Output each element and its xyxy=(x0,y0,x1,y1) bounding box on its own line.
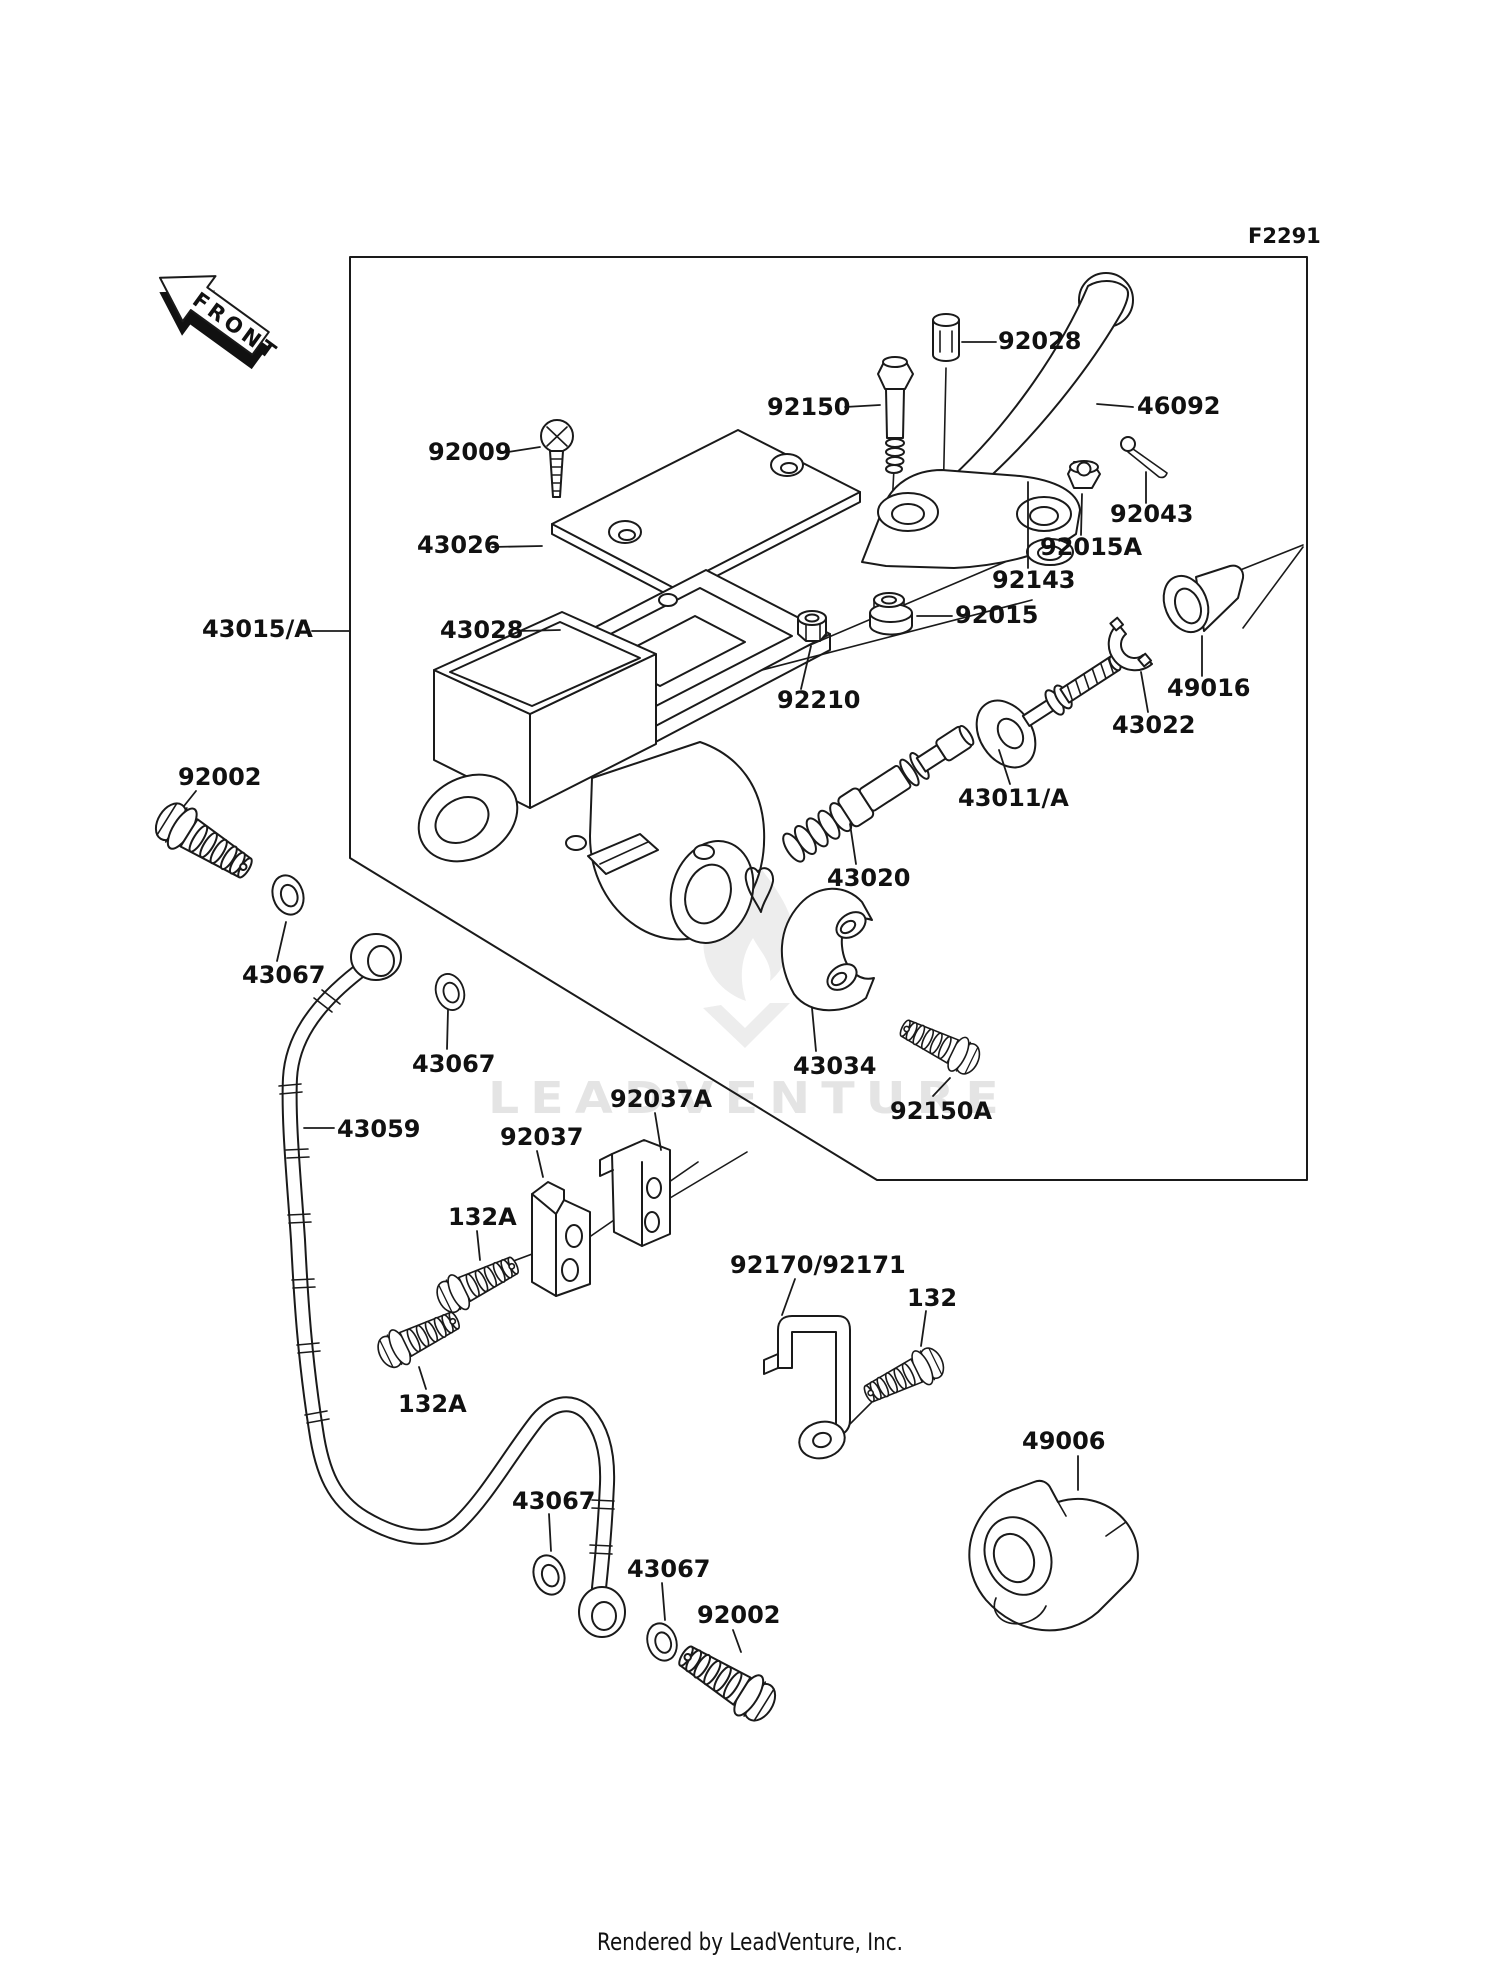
part-drawing-handlebar-holder xyxy=(968,1479,1139,1632)
part-label-92143: 92143 xyxy=(992,566,1076,594)
part-label-46092: 46092 xyxy=(1137,392,1221,420)
part-drawing-circlip xyxy=(1107,616,1153,672)
part-label-43059: 43059 xyxy=(337,1115,421,1143)
part-drawing-lever-holder xyxy=(861,469,1081,569)
part-drawing-piston-kit xyxy=(782,724,975,863)
part-label-43067-2: 43067 xyxy=(412,1050,496,1078)
part-label-43015a: 43015/A xyxy=(202,615,313,643)
part-label-92037a: 92037A xyxy=(610,1085,712,1113)
part-drawing-banjo-bolt-upper xyxy=(147,794,262,891)
part-label-92002-lower: 92002 xyxy=(697,1601,781,1629)
part-label-92028: 92028 xyxy=(998,327,1082,355)
part-label-132a-1: 132A xyxy=(448,1203,517,1231)
part-drawing-flanged-nut xyxy=(869,592,914,636)
part-label-43034: 43034 xyxy=(793,1052,877,1080)
part-drawing-hose-bracket-92037a xyxy=(599,1139,671,1247)
part-drawing-lever-nut xyxy=(1067,460,1101,489)
part-label-43022: 43022 xyxy=(1112,711,1196,739)
part-drawing-bracket-bolt-132 xyxy=(857,1341,950,1413)
part-drawing-reservoir-cap xyxy=(551,429,861,599)
part-drawing-washer-4 xyxy=(641,1618,683,1666)
part-label-92210: 92210 xyxy=(777,686,861,714)
part-drawing-bracket-bolt-132a-1 xyxy=(430,1246,526,1320)
part-label-92043: 92043 xyxy=(1110,500,1194,528)
part-label-43067-1: 43067 xyxy=(242,961,326,989)
part-drawing-dust-boot xyxy=(1162,564,1245,634)
part-label-132: 132 xyxy=(907,1284,957,1312)
part-label-43020: 43020 xyxy=(827,864,911,892)
part-label-92150: 92150 xyxy=(767,393,851,421)
part-label-43067-3: 43067 xyxy=(512,1487,596,1515)
part-drawing-handlebar-clamp xyxy=(780,887,875,1012)
part-label-49006: 49006 xyxy=(1022,1427,1106,1455)
part-label-49016: 49016 xyxy=(1167,674,1251,702)
render-credit: Rendered by LeadVenture, Inc. xyxy=(597,1928,903,1956)
part-label-92009: 92009 xyxy=(428,438,512,466)
label-leader-lines xyxy=(183,341,1203,1653)
part-drawing-banjo-bolt-lower xyxy=(669,1633,784,1730)
part-drawing-bracket-bolt-132a-2 xyxy=(371,1301,467,1375)
part-drawing-master-cylinder-body xyxy=(417,611,775,944)
diagram-border-box xyxy=(349,256,1308,1181)
part-drawing-cap-screw xyxy=(540,419,574,498)
part-drawing-cotter-pin xyxy=(1120,436,1168,479)
figure-code: F2291 xyxy=(1248,224,1321,248)
part-drawing-lock-nut xyxy=(797,610,827,642)
watermark-v-icon xyxy=(703,1003,790,1048)
part-label-92150a: 92150A xyxy=(890,1097,992,1125)
part-drawing-clamp-bolt-92150a xyxy=(893,1009,986,1081)
part-drawing-lever-bushing xyxy=(932,313,960,362)
part-label-43011a: 43011/A xyxy=(958,784,1069,812)
part-label-43026: 43026 xyxy=(417,531,501,559)
front-direction-arrow: FRONT xyxy=(158,275,283,370)
part-drawing-hose-bracket-92037 xyxy=(531,1181,591,1297)
part-label-92170-92171: 92170/92171 xyxy=(730,1251,906,1279)
part-label-43067-4: 43067 xyxy=(627,1555,711,1583)
part-label-43028: 43028 xyxy=(440,616,524,644)
part-label-92015a: 92015A xyxy=(1040,533,1142,561)
part-labels: 92028 92150 46092 92009 43026 92043 9201… xyxy=(178,327,1251,1629)
part-label-132a-2: 132A xyxy=(398,1390,467,1418)
front-arrow-icon xyxy=(158,275,270,356)
part-drawing-push-rod xyxy=(975,655,1122,769)
part-drawing-pivot-bolt xyxy=(877,356,914,474)
part-drawing-washer-2 xyxy=(430,969,470,1015)
part-label-92015: 92015 xyxy=(955,601,1039,629)
part-drawing-washer-1 xyxy=(266,870,310,920)
part-drawing-brake-hose xyxy=(278,933,626,1638)
part-drawing-washer-3 xyxy=(527,1550,571,1600)
part-drawing-clamp-bracket-92170 xyxy=(763,1315,851,1460)
part-label-92037: 92037 xyxy=(500,1123,584,1151)
part-label-92002-upper: 92002 xyxy=(178,763,262,791)
